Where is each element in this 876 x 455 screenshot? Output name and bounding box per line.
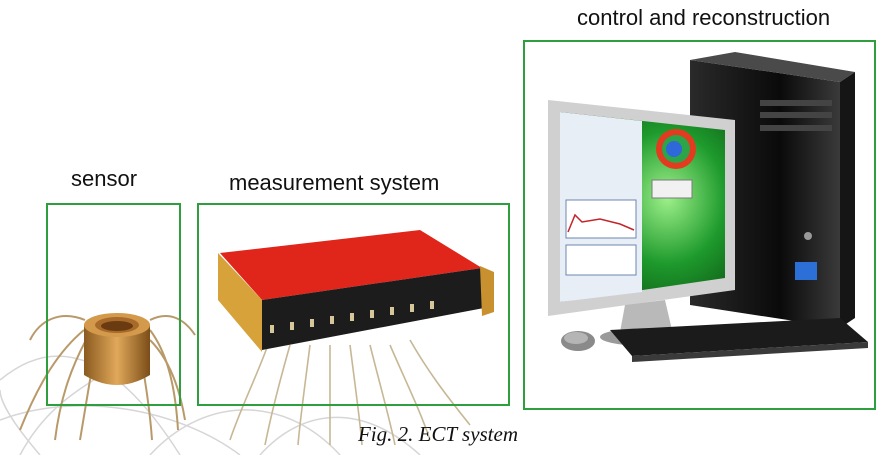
measurement-box-device — [218, 230, 494, 446]
sensor-device — [19, 313, 196, 441]
sensor-label: sensor — [71, 166, 138, 191]
control-label: control and reconstruction — [577, 5, 831, 30]
background-cables — [0, 329, 421, 455]
figure-caption: Fig. 2. ECT system — [357, 422, 519, 446]
computer-device — [548, 52, 868, 362]
measurement-frame — [197, 203, 510, 406]
measurement-label: measurement system — [229, 170, 440, 195]
sensor-frame — [46, 203, 181, 406]
control-frame — [523, 40, 876, 410]
